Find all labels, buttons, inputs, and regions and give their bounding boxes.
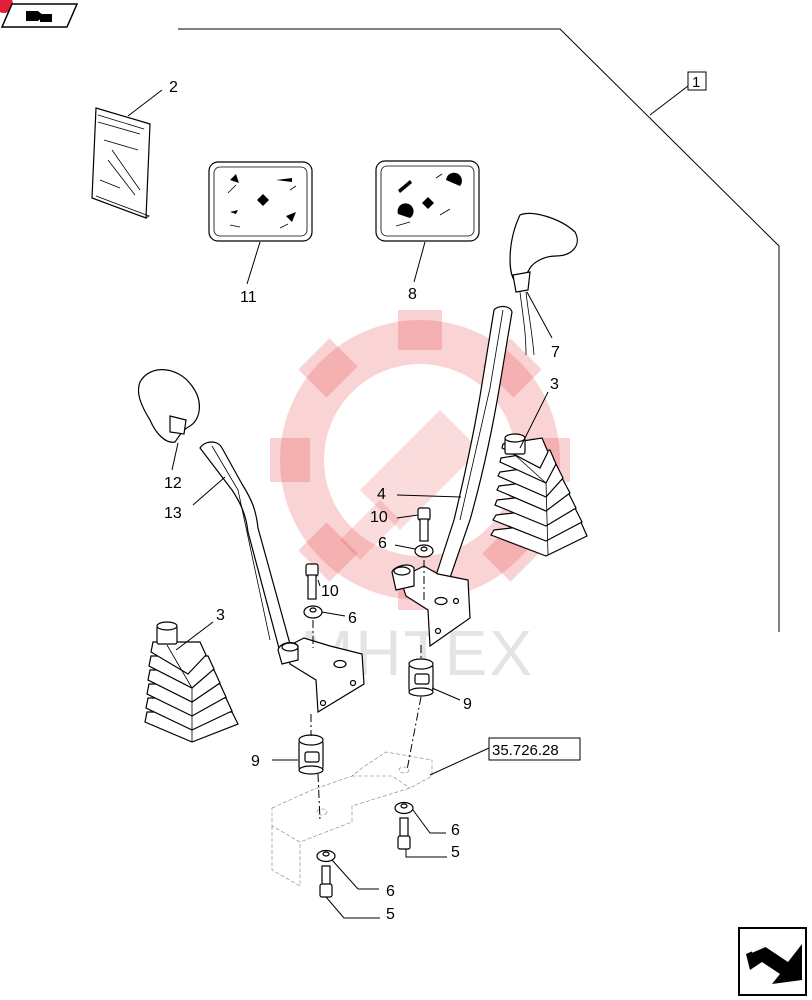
leader-5b: [325, 896, 380, 919]
leader-6d: [331, 859, 379, 890]
right-lever-bracket: [391, 564, 471, 648]
reference-box[interactable]: [488, 737, 581, 761]
control-decal-8: [375, 160, 480, 242]
nav-back-icon[interactable]: [0, 0, 79, 28]
callout-6a[interactable]: 6: [378, 535, 387, 552]
axis-right-lower: [406, 645, 422, 771]
leader-3a: [519, 391, 549, 449]
washer-6-lower-right: [394, 801, 414, 815]
leader-7: [526, 291, 553, 339]
callout-10a[interactable]: 10: [370, 509, 388, 526]
leader-12: [171, 442, 179, 471]
leader-10a: [396, 514, 419, 519]
coupler-9-left: [298, 734, 324, 775]
bolt-10-left: [305, 563, 319, 600]
operator-manual: [91, 107, 151, 219]
left-lever-bracket: [277, 637, 365, 714]
leader-6c: [412, 809, 446, 834]
leader-5a: [405, 849, 447, 858]
group-bracket-line: [178, 28, 780, 632]
washer-6-lower-left: [316, 849, 336, 863]
callout-5b[interactable]: 5: [386, 906, 395, 923]
callout-6d[interactable]: 6: [386, 883, 395, 900]
axis-left-lower: [310, 714, 321, 821]
leader-6b: [321, 611, 346, 617]
callout-4[interactable]: 4: [377, 486, 386, 503]
callout-13[interactable]: 13: [164, 505, 182, 522]
page-ref-label: 1: [692, 74, 700, 91]
coupler-9-right: [408, 658, 434, 697]
leader-11: [246, 241, 261, 285]
page-ref-box[interactable]: [687, 71, 707, 91]
left-rubber-boot: [144, 621, 239, 743]
leader-page-ref: [649, 85, 689, 116]
washer-6-left: [303, 605, 323, 619]
right-rubber-boot: [490, 433, 588, 557]
nav-next-icon[interactable]: [738, 927, 807, 996]
leader-3b: [175, 621, 214, 651]
screw-5-lower-right: [397, 817, 411, 850]
left-lever-rod: [199, 441, 291, 654]
leader-9b: [431, 687, 461, 701]
callout-2[interactable]: 2: [169, 79, 178, 96]
callout-9a[interactable]: 9: [251, 753, 260, 770]
callout-3b[interactable]: 3: [216, 607, 225, 624]
callout-8[interactable]: 8: [408, 286, 417, 303]
leader-ref: [429, 747, 490, 776]
callout-10b[interactable]: 10: [321, 583, 339, 600]
leader-4: [396, 494, 462, 498]
callout-7[interactable]: 7: [551, 344, 560, 361]
callout-11[interactable]: 11: [240, 289, 257, 306]
control-decal-11: [208, 161, 313, 242]
callout-12[interactable]: 12: [164, 475, 182, 492]
reference-box-label: 35.726.28: [492, 742, 559, 759]
screw-5-lower-left: [319, 865, 333, 898]
right-joystick-knob: [509, 212, 578, 356]
leader-2: [127, 89, 163, 117]
leader-10b: [317, 579, 321, 587]
left-joystick-knob: [137, 369, 200, 443]
leader-13: [192, 476, 226, 506]
leader-8: [413, 241, 426, 283]
callout-9b[interactable]: 9: [463, 696, 472, 713]
callout-5a[interactable]: 5: [451, 844, 460, 861]
leader-6a: [394, 544, 416, 550]
callout-6b[interactable]: 6: [348, 610, 357, 627]
washer-6-right: [414, 544, 434, 558]
bolt-10-right: [417, 507, 431, 542]
callout-3a[interactable]: 3: [550, 376, 559, 393]
callout-6c[interactable]: 6: [451, 822, 460, 839]
mounting-base-plate: [271, 751, 433, 887]
